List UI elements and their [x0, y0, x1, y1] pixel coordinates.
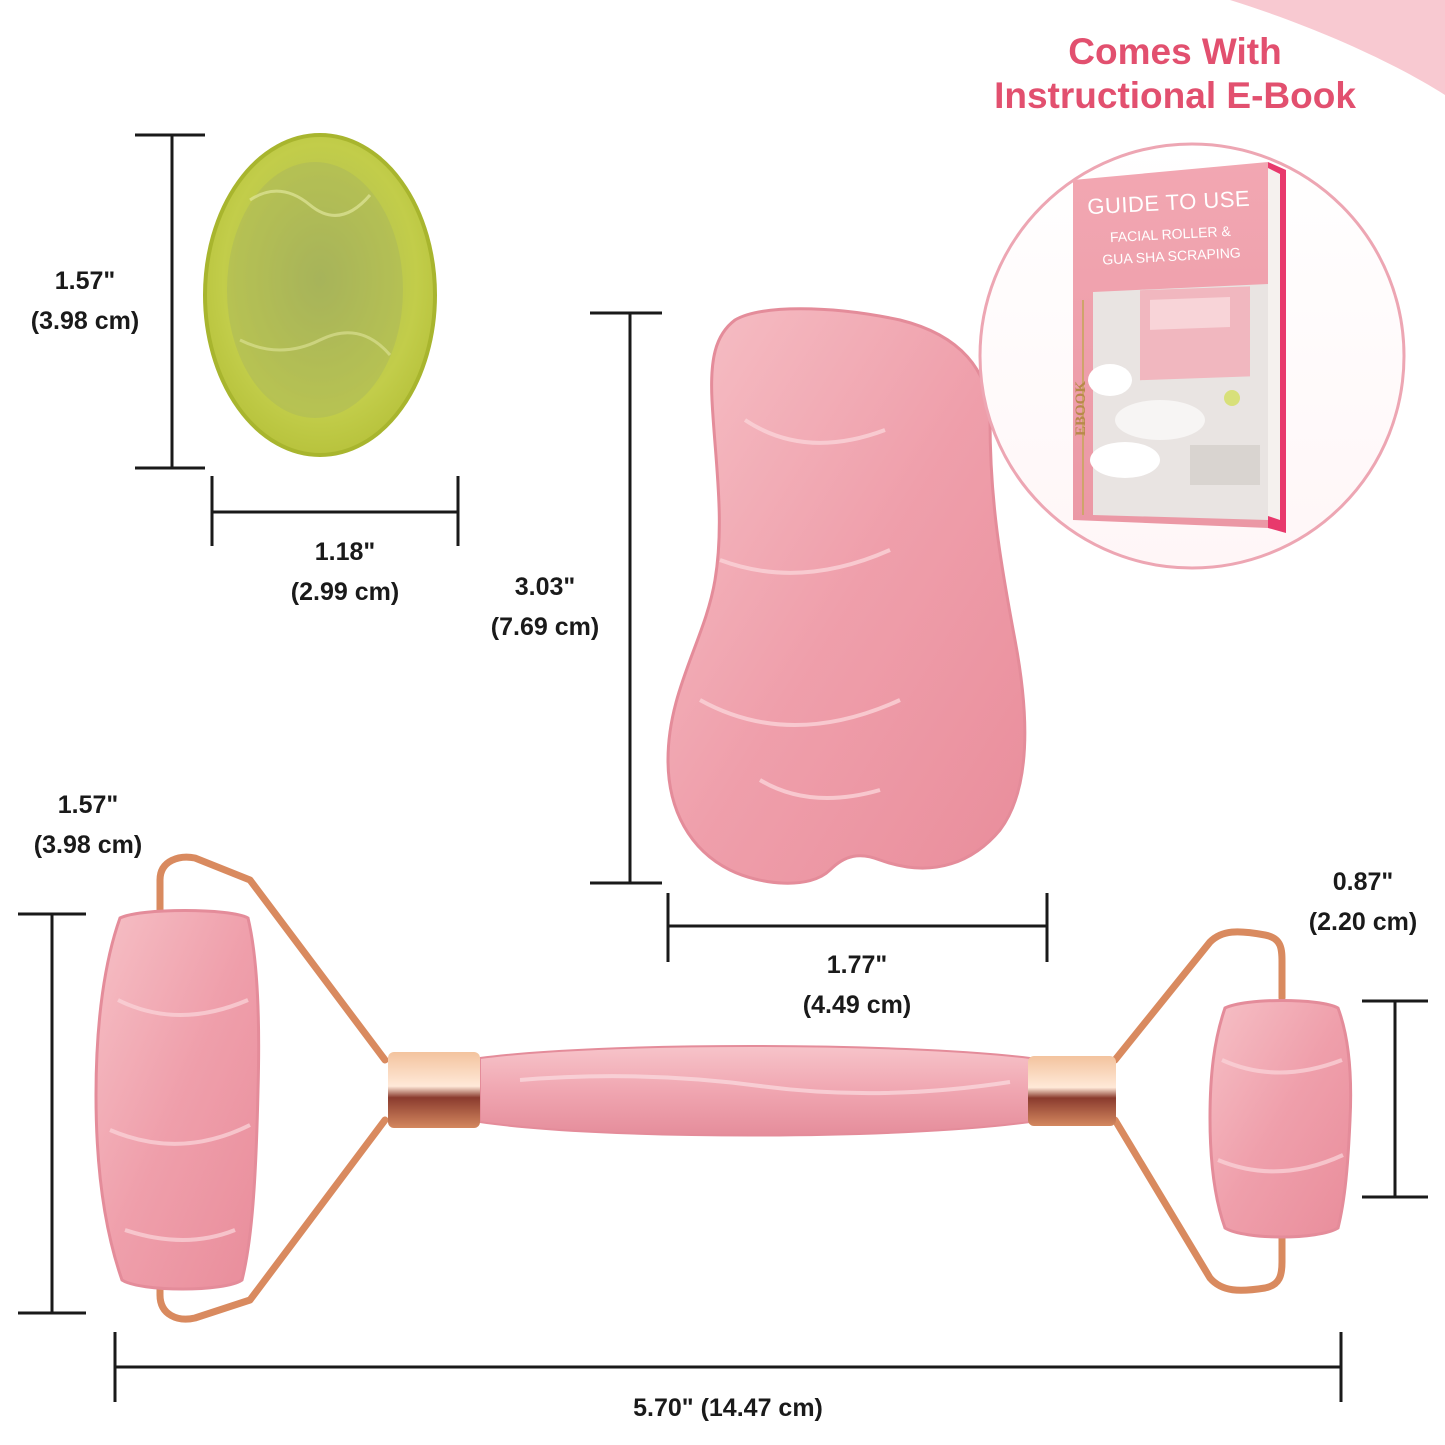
gua-sha-width-cm: (4.49 cm): [802, 991, 912, 1019]
oval-width-dimension-line: [210, 476, 460, 546]
gua-sha-height-cm: (7.69 cm): [490, 613, 600, 641]
roller-frame: [156, 853, 1286, 1323]
roller-length-label: 5.70" (14.47 cm): [633, 1394, 823, 1422]
gua-sha-height-inch: 3.03": [514, 573, 576, 601]
roller-handle: [479, 1045, 1031, 1137]
corner-decoration: [1230, 0, 1445, 95]
ebook-promo-headline: Comes With Instructional E-Book: [940, 30, 1410, 118]
small-roller-height-dimension-line: [1362, 999, 1428, 1199]
small-roller-height-cm: (2.20 cm): [1308, 908, 1418, 936]
gua-sha-height-label: 3.03" (7.69 cm): [465, 567, 625, 647]
gua-sha-stone: [666, 307, 1027, 885]
gua-sha-width-dimension-line: [666, 893, 1049, 962]
ebook-cover-text: GUIDE TO USE FACIAL ROLLER & GUA SHA SCR…: [1078, 185, 1262, 268]
small-roller-stone: [1208, 999, 1353, 1239]
oval-stone-height-inch: 1.57": [54, 267, 116, 295]
oval-jade-stone: [203, 133, 437, 457]
gua-sha-width-inch: 1.77": [826, 951, 888, 979]
small-roller-height-label: 0.87" (2.20 cm): [1283, 862, 1443, 942]
gua-sha-width-label: 1.77" (4.49 cm): [777, 945, 937, 1025]
gua-sha-height-dimension-line: [590, 311, 662, 885]
promo-line-2: Instructional E-Book: [994, 75, 1356, 116]
large-roller-height-inch: 1.57": [57, 791, 119, 819]
roller-collar-left: [388, 1052, 480, 1128]
ebook-subtitle-1: FACIAL ROLLER &: [1109, 222, 1232, 246]
roller-length-dimension-line: [113, 1332, 1343, 1402]
ebook-spine-label: EBOOK: [1073, 380, 1090, 437]
oval-stone-height-cm: (3.98 cm): [30, 307, 140, 335]
promo-line-1: Comes With: [1068, 31, 1282, 72]
large-roller-height-cm: (3.98 cm): [33, 831, 143, 859]
oval-stone-width-inch: 1.18": [314, 538, 376, 566]
oval-stone-height-label: 1.57" (3.98 cm): [5, 261, 165, 341]
ebook-book: [1073, 162, 1286, 533]
oval-stone-width-cm: (2.99 cm): [290, 578, 400, 606]
oval-height-dimension-line: [135, 133, 205, 470]
small-roller-height-inch: 0.87": [1332, 868, 1394, 896]
oval-stone-width-label: 1.18" (2.99 cm): [265, 532, 425, 612]
large-roller-height-dimension-line: [18, 912, 86, 1315]
large-roller-stone: [94, 909, 261, 1291]
large-roller-height-label: 1.57" (3.98 cm): [8, 785, 168, 865]
roller-collar-right: [1028, 1056, 1116, 1126]
